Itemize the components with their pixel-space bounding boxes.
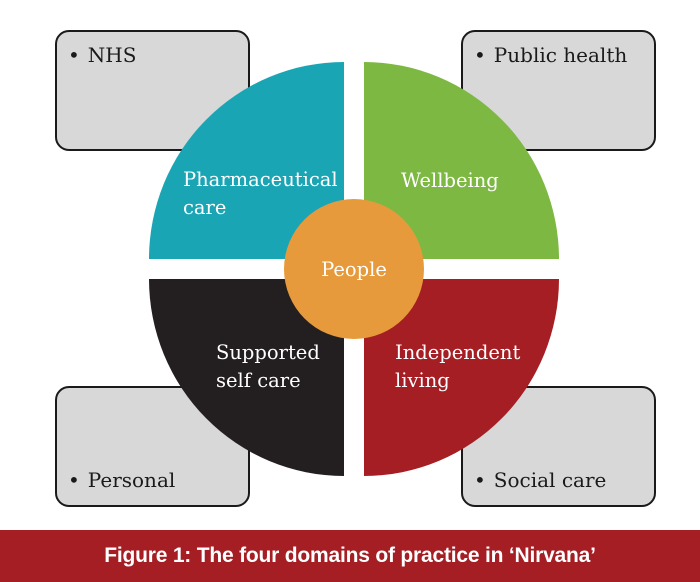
supported-self-care-quadrant [149,279,344,476]
social-care-text: Social care [493,468,607,492]
social-care-label: • Social care [474,468,606,492]
pharmaceutical-label-line1: Pharmaceutical [183,168,338,191]
pharmaceutical-label-line2: care [183,196,226,219]
figure-caption: Figure 1: The four domains of practice i… [104,544,596,567]
bullet-icon: • [474,43,486,67]
bullet-icon: • [474,468,486,492]
personal-text: Personal [87,468,176,492]
figure-caption-bar: Figure 1: The four domains of practice i… [0,530,700,582]
nhs-box [55,30,250,151]
supported-label-line2: self care [216,369,301,392]
nhs-label: • NHS [68,43,136,67]
wellbeing-quadrant [364,62,559,259]
public-health-label: • Public health [474,43,627,67]
wellbeing-label: Wellbeing [401,169,499,192]
people-label: People [321,258,387,281]
nirvana-diagram: • NHS • Public health • Personal • Social ca… [55,30,656,507]
people-circle [284,199,424,339]
independent-living-quadrant [364,279,559,476]
domains-wheel: Pharmaceutical care Wellbeing Supported … [149,62,559,476]
supported-label-line1: Supported [216,341,320,364]
independent-label-line1: Independent [395,341,520,364]
bullet-icon: • [68,43,80,67]
independent-label-line2: living [395,369,450,392]
nhs-text: NHS [87,43,137,67]
pharmaceutical-care-quadrant [149,62,344,259]
bullet-icon: • [68,468,80,492]
personal-label: • Personal [68,468,175,492]
public-health-text: Public health [493,43,628,67]
